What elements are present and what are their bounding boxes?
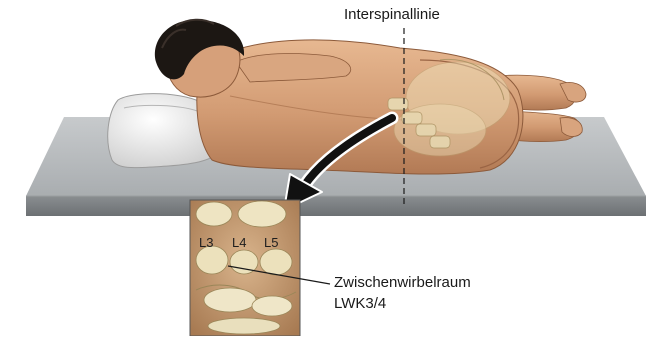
vertebra-label-l3: L3 [199,235,213,250]
intervertebral-space-label-line2: LWK3/4 [334,293,471,314]
magnified-inset [190,200,300,336]
table-side [26,196,646,216]
vertebra-label-l5: L5 [264,235,278,250]
vertebra-label-l4: L4 [232,235,246,250]
intervertebral-space-label-line1: Zwischenwirbelraum [334,272,471,293]
interspinal-line-label: Interspinallinie [344,6,440,23]
intervertebral-space-label: Zwischenwirbelraum LWK3/4 [334,272,471,314]
